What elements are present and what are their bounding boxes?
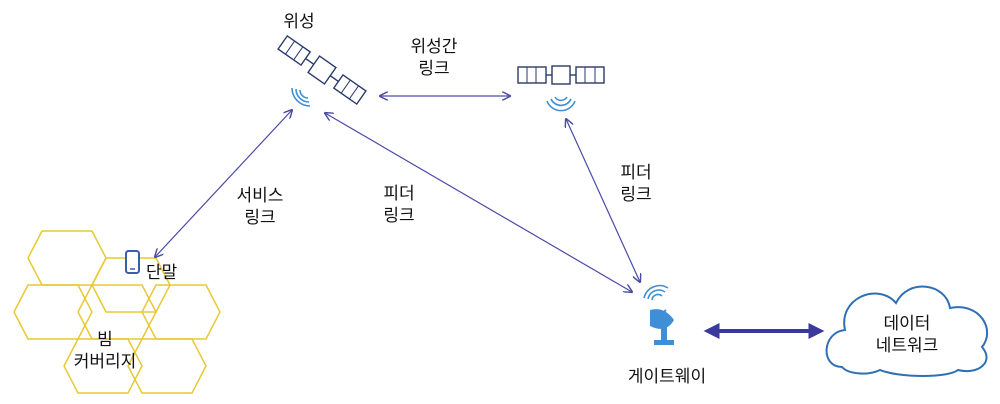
inter-satellite-link-label-line2: 링크 [418, 59, 450, 79]
feeder-link-left-label: 피더 링크 [374, 183, 424, 227]
beam-coverage-label-line2: 커버리지 [73, 352, 137, 372]
service-link-label: 서비스 링크 [230, 185, 290, 229]
data-network-label-line1: 데이터 [883, 314, 931, 334]
inter-satellite-link-label-line1: 위성간 [410, 37, 458, 57]
feeder-link-right-arrow [566, 119, 640, 282]
data-network-label: 데이터 네트워크 [862, 313, 952, 357]
feeder-link-right-label-line1: 피더 [620, 163, 652, 183]
beam-coverage-label-line1: 빔 [97, 330, 113, 350]
feeder-link-right-label-line2: 링크 [620, 185, 652, 205]
satellite-signal-icon [291, 87, 311, 107]
gateway-label: 게이트웨이 [627, 367, 707, 387]
feeder-link-left-arrow [325, 113, 632, 292]
feeder-link-left-label-line1: 피더 [383, 184, 415, 204]
beam-coverage-label: 빔 커버리지 [60, 329, 150, 373]
service-link-arrow [155, 110, 292, 257]
satellite-dish-icon [643, 284, 674, 345]
cloud-icon [825, 285, 988, 377]
terminal-label: 단말 [146, 263, 178, 283]
feeder-link-right-label: 피더 링크 [611, 162, 661, 206]
service-link-label-line1: 서비스 [236, 186, 284, 206]
satellite-icon [277, 34, 367, 106]
satellite-icon-2 [517, 65, 605, 85]
feeder-link-left-label-line2: 링크 [383, 206, 415, 226]
service-link-label-line2: 링크 [244, 208, 276, 228]
satellite-label: 위성 [283, 12, 315, 32]
data-network-label-line2: 네트워크 [875, 336, 939, 356]
satellite-2-signal-icon [546, 96, 576, 112]
inter-satellite-link-label: 위성간 링크 [404, 36, 464, 80]
smartphone-icon [125, 250, 140, 274]
